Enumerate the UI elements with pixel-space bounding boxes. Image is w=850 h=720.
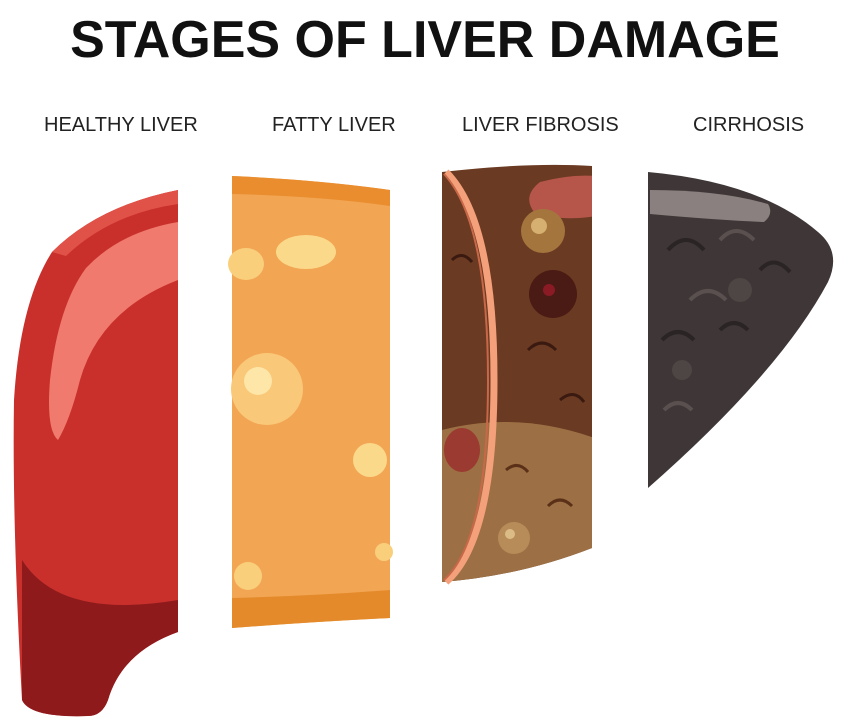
fat-droplet [375, 543, 393, 561]
fat-droplet [244, 367, 272, 395]
fibrosis-lesion [444, 428, 480, 472]
fibrosis-liver-segment [442, 165, 600, 600]
cirrhosis-nodule [672, 360, 692, 380]
fat-droplet [228, 248, 264, 280]
fat-droplet [276, 235, 336, 269]
fibrosis-nodule [505, 529, 515, 539]
fat-droplet [353, 443, 387, 477]
cirrhosis-nodule [728, 278, 752, 302]
healthy-liver-segment [14, 190, 178, 716]
fibrosis-nodule [498, 522, 530, 554]
fibrosis-nodule [543, 284, 555, 296]
fibrosis-nodule [531, 218, 547, 234]
fat-droplet [234, 562, 262, 590]
fatty-liver-segment [228, 176, 393, 628]
cirrhosis-liver-segment [648, 172, 833, 488]
